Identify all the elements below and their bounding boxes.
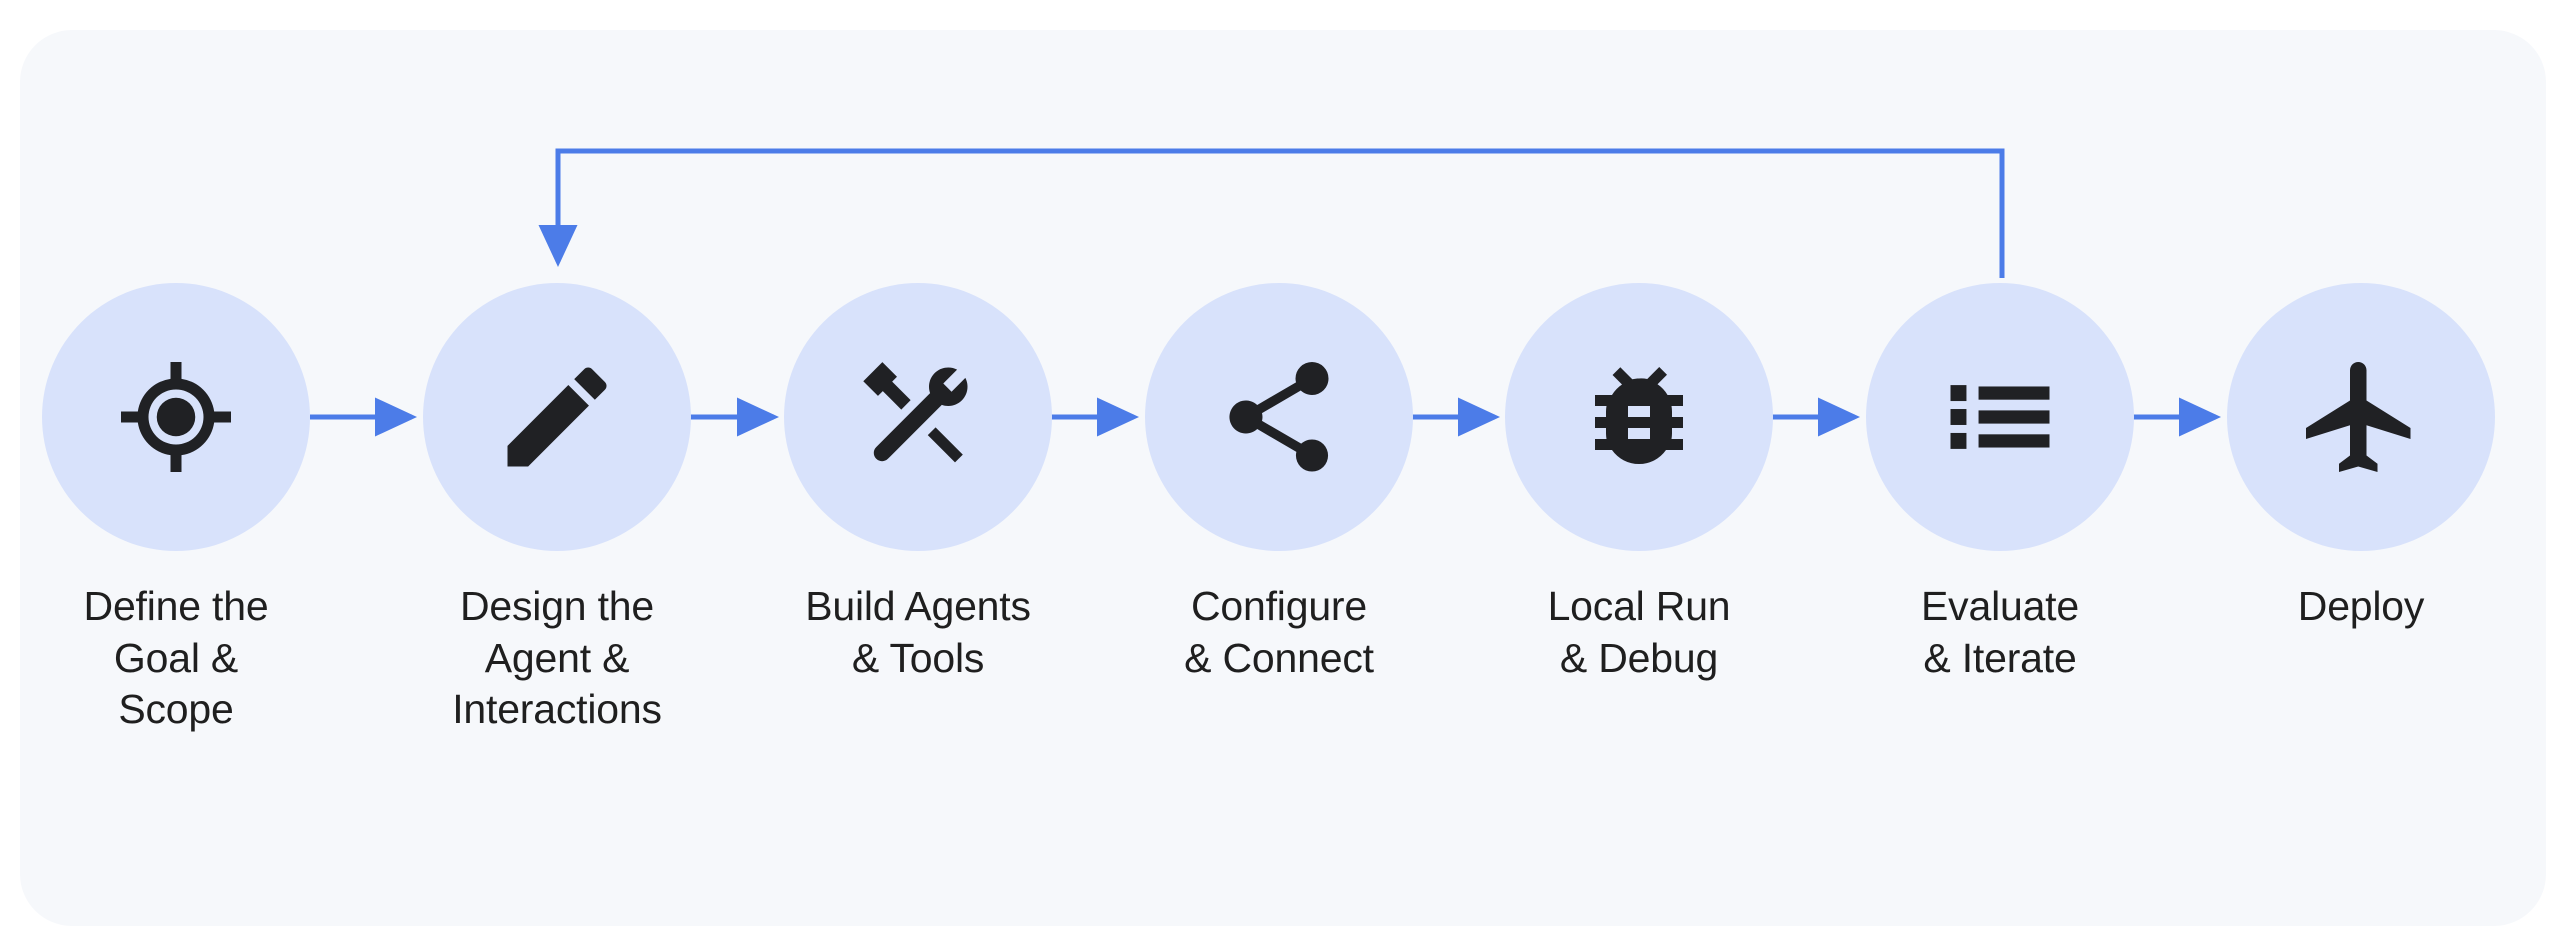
step-3-circle[interactable] [784,283,1052,551]
step-2-circle[interactable] [423,283,691,551]
pencil-icon [491,351,623,483]
step-local-run-debug[interactable]: Local Run & Debug [1489,283,1789,684]
step-1-circle[interactable] [42,283,310,551]
target-icon [110,351,242,483]
step-define-goal-scope[interactable]: Define the Goal & Scope [26,283,326,736]
step-3-label: Build Agents & Tools [805,583,1031,681]
step-6-label: Evaluate & Iterate [1921,583,2079,681]
step-evaluate-iterate[interactable]: Evaluate & Iterate [1850,283,2150,684]
step-configure-connect[interactable]: Configure & Connect [1129,283,1429,684]
step-1-label: Define the Goal & Scope [83,583,269,733]
step-deploy[interactable]: Deploy [2211,283,2511,633]
list-icon [1934,351,2066,483]
airplane-icon [2295,351,2427,483]
share-nodes-icon [1213,351,1345,483]
step-design-agent-interactions[interactable]: Design the Agent & Interactions [407,283,707,736]
step-4-circle[interactable] [1145,283,1413,551]
step-2-label: Design the Agent & Interactions [452,583,662,733]
hammer-wrench-icon [852,351,984,483]
step-7-label: Deploy [2297,583,2425,629]
step-build-agents-tools[interactable]: Build Agents & Tools [768,283,1068,684]
step-4-label: Configure & Connect [1184,583,1374,681]
step-7-circle[interactable] [2227,283,2495,551]
bug-icon [1573,351,1705,483]
step-5-label: Local Run & Debug [1547,583,1731,681]
step-5-circle[interactable] [1505,283,1773,551]
step-6-circle[interactable] [1866,283,2134,551]
